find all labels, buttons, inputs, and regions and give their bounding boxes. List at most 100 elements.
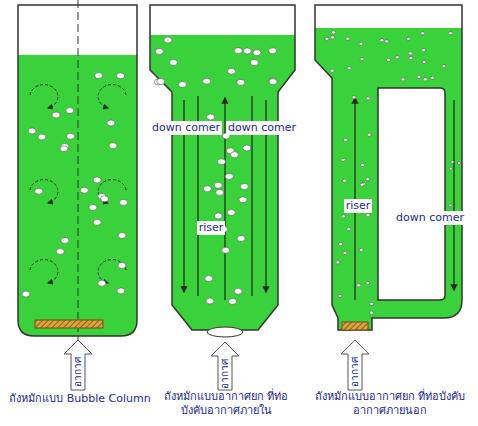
air-bubble [216, 189, 224, 195]
air-bubble [80, 187, 88, 193]
air-bubble [243, 48, 251, 54]
air-bubble [409, 56, 413, 59]
air-bubble [360, 163, 364, 166]
air-bubble [28, 128, 36, 134]
air-bubble [93, 177, 101, 183]
air-bubble [369, 311, 373, 314]
air-bubble [227, 210, 235, 216]
air-bubble [421, 32, 425, 35]
air-bubble [119, 199, 127, 205]
air-bubble [352, 96, 356, 99]
downcomer-label: down comer [394, 211, 466, 225]
air-bubble [107, 120, 115, 126]
air-bubble [227, 68, 235, 74]
air-bubble [269, 79, 277, 85]
air-bubble [457, 162, 460, 165]
air-bubble [366, 214, 370, 217]
air-bubble [237, 79, 245, 85]
air-bubble [109, 143, 117, 149]
air-bubble [417, 75, 421, 78]
air-bubble [366, 178, 370, 181]
air-bubble [387, 58, 391, 61]
air-bubble [67, 133, 75, 139]
air-bubble [222, 247, 230, 253]
air-bubble [239, 197, 247, 203]
air-bubble [331, 36, 335, 39]
air-bubble [342, 215, 346, 218]
air-bubble [347, 67, 351, 70]
air-bubble [66, 108, 74, 114]
air-bubble [408, 52, 412, 55]
air-bubble [56, 249, 64, 255]
air-bubble [360, 183, 364, 186]
air-bubble [421, 49, 425, 52]
air-bubble [406, 37, 410, 40]
air-bubble [422, 60, 426, 63]
air-bubble [360, 57, 364, 60]
downcomer-label: down comer [226, 121, 298, 135]
air-bubble [359, 248, 363, 251]
air-bubbles [22, 31, 461, 314]
air-bubble [89, 205, 97, 211]
air-inlet-label: อากาศ [349, 357, 362, 387]
air-bubble [214, 213, 222, 219]
air-bubble [35, 188, 43, 194]
air-bubble [61, 237, 69, 243]
air-bubble [214, 182, 222, 188]
air-bubble [423, 78, 427, 81]
air-bubble [449, 167, 452, 170]
external-airlift-tank [305, 5, 475, 390]
air-bubble [118, 262, 126, 268]
air-inlet-label: อากาศ [72, 357, 85, 387]
air-bubble [367, 133, 371, 136]
air-bubble [164, 37, 172, 43]
air-bubble [451, 161, 454, 164]
air-bubble [60, 146, 68, 152]
air-bubble [230, 152, 238, 158]
tank-caption: ถังหมักแบบอากาศยก ที่ท่อบังคับอากาศภายนอ… [307, 390, 473, 418]
air-bubble [240, 183, 248, 189]
air-bubble [234, 288, 242, 294]
air-bubble [203, 186, 211, 192]
air-bubble [339, 242, 343, 245]
air-bubble [269, 78, 277, 84]
air-bubble [22, 291, 30, 297]
air-bubble [401, 78, 405, 81]
air-bubble [93, 219, 101, 225]
air-bubble [336, 261, 340, 264]
air-bubble [229, 299, 237, 305]
air-bubble [225, 173, 233, 179]
air-bubble [95, 73, 103, 79]
air-bubble [155, 48, 163, 54]
bubble-column-tank [10, 0, 150, 390]
air-bubble [117, 73, 125, 79]
air-bubble [98, 280, 106, 286]
air-bubble [380, 39, 384, 42]
air-bubble [343, 251, 347, 254]
air-bubble [338, 294, 342, 297]
air-bubble [366, 97, 370, 100]
tank-caption: ถังหมักแบบ Bubble Column [2, 392, 158, 406]
air-bubble [342, 179, 346, 182]
air-bubble [385, 40, 389, 43]
tank-caption: ถังหมักแบบอากาศยก ที่ท่อบังคับอากาศภายใน [151, 390, 301, 418]
air-bubble [370, 302, 374, 305]
air-bubble [344, 138, 348, 141]
air-bubble [169, 60, 177, 66]
air-bubble [330, 69, 334, 72]
air-bubble [243, 145, 251, 151]
air-bubble [346, 37, 350, 40]
air-bubble [205, 276, 213, 282]
air-bubble [442, 64, 446, 67]
air-bubble [101, 196, 109, 202]
riser-label: riser [344, 199, 373, 213]
air-bubble [448, 32, 452, 35]
air-bubble [347, 228, 351, 231]
air-bubble [234, 48, 242, 54]
air-bubble [366, 281, 370, 284]
air-bubble [52, 112, 60, 118]
air-bubble [430, 76, 434, 79]
air-inlet-label: อากาศ [219, 359, 232, 389]
air-bubble [269, 48, 277, 54]
